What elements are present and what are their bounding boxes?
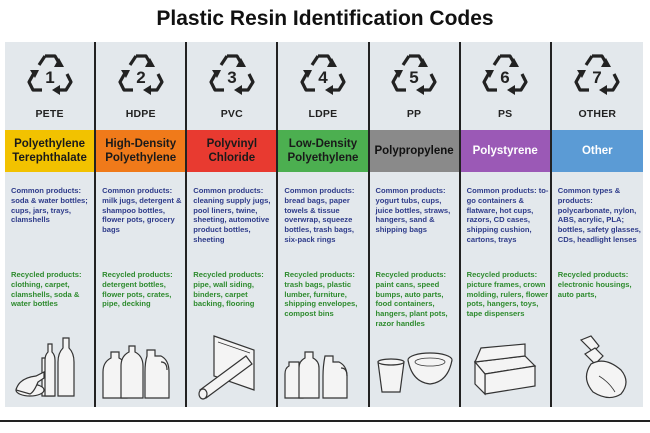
product-illustration <box>461 332 550 404</box>
recycled-products: Recycled products: detergent bottles, fl… <box>102 270 173 309</box>
clamshell-icon <box>474 343 537 396</box>
resin-name-band: Low-Density Polyethylene <box>278 130 368 172</box>
resin-abbreviation: PETE <box>35 108 64 120</box>
resin-abbreviation: PVC <box>220 108 243 120</box>
product-illustration <box>5 332 94 404</box>
common-products: Common types & products: polycarbonate, … <box>557 186 641 244</box>
product-illustration <box>278 332 367 404</box>
recycling-triangle-icon: 2 <box>118 54 164 95</box>
recycled-products: Recycled products: pipe, wall siding, bi… <box>193 270 264 309</box>
resin-number: 2 <box>136 68 145 87</box>
product-illustration <box>370 332 459 404</box>
jugs-icon <box>102 345 170 399</box>
resin-number: 5 <box>409 68 418 87</box>
recycled-products: Recycled products: paint cans, speed bum… <box>375 270 448 328</box>
recycled-products: Recycled products: picture frames, crown… <box>466 270 549 319</box>
resin-abbreviation: OTHER <box>578 108 617 120</box>
resin-name-band: Polyethylene Terephthalate <box>5 130 95 172</box>
recycling-triangle-icon: 4 <box>300 54 346 95</box>
recycled-products: Recycled products: electronic housings, … <box>557 270 632 299</box>
resin-symbol: 5 <box>370 50 459 100</box>
page-title: Plastic Resin Identification Codes <box>156 7 494 30</box>
squeeze-bottles-icon <box>284 351 348 399</box>
recycled-products: Recycled products: trash bags, plastic l… <box>284 270 358 319</box>
resin-symbol: 6 <box>461 50 550 100</box>
resin-symbol: 7 <box>552 50 643 100</box>
cup-bowl-icon <box>377 352 453 393</box>
pipe-sheet-icon <box>198 335 255 400</box>
product-illustration <box>552 332 643 404</box>
common-products: Common products: bread bags, paper towel… <box>284 186 355 244</box>
recycling-triangle-icon: 7 <box>574 54 620 95</box>
resin-symbol: 1 <box>5 50 94 100</box>
resin-number: 4 <box>318 68 328 87</box>
spray-bottle-icon <box>580 335 627 399</box>
resin-abbreviation: PP <box>406 108 422 120</box>
resin-symbol: 3 <box>187 50 276 100</box>
resin-name-band: Polypropylene <box>369 130 459 172</box>
resin-name-band: High-Density Polyethylene <box>96 130 186 172</box>
recycling-triangle-icon: 5 <box>391 54 437 95</box>
resin-symbol: 2 <box>96 50 185 100</box>
resin-number: 7 <box>593 68 602 87</box>
resin-abbreviation: LDPE <box>308 108 338 120</box>
recycling-triangle-icon: 3 <box>209 54 255 95</box>
resin-number: 1 <box>45 68 54 87</box>
resin-number: 6 <box>500 68 509 87</box>
recycling-triangle-icon: 1 <box>26 54 73 95</box>
product-illustration <box>187 332 276 404</box>
recycled-products: Recycled products: clothing, carpet, cla… <box>11 270 82 309</box>
resin-symbol: 4 <box>278 50 367 100</box>
product-illustration <box>96 332 185 404</box>
resin-abbreviation: HDPE <box>125 108 156 120</box>
resin-name-band: Other <box>551 130 643 172</box>
bottom-divider <box>0 420 650 422</box>
resin-name-band: Polyvinyl Chloride <box>187 130 277 172</box>
recycling-triangle-icon: 6 <box>482 54 528 95</box>
common-products: Common products: soda & water bottles; c… <box>11 186 88 225</box>
resin-name-band: Polystyrene <box>460 130 550 172</box>
bottles-icon <box>14 337 75 397</box>
common-products: Common products: to-go containers & flat… <box>466 186 549 244</box>
common-products: Common products: cleaning supply jugs, p… <box>193 186 271 244</box>
common-products: Common products: milk jugs, detergent & … <box>102 186 182 235</box>
common-products: Common products: yogurt tubs, cups, juic… <box>375 186 451 235</box>
resin-abbreviation: PS <box>497 108 513 120</box>
resin-number: 3 <box>227 68 236 87</box>
